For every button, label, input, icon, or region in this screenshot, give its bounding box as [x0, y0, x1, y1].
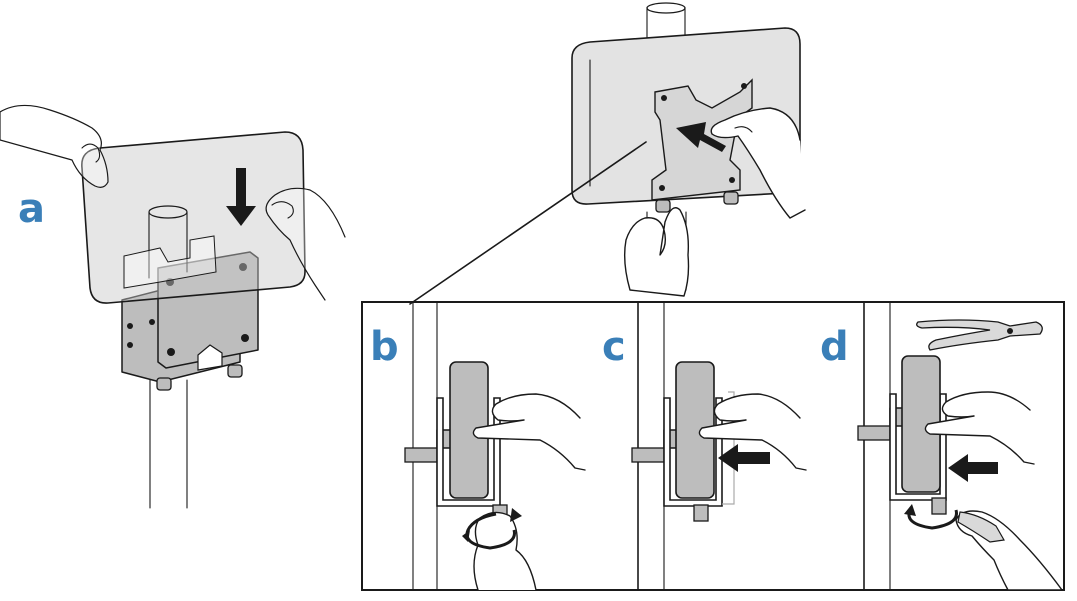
- arrow-down-icon: [226, 168, 256, 226]
- hand-icon: [473, 511, 537, 591]
- step-label-c: c: [602, 324, 626, 370]
- pliers-icon: [916, 319, 1043, 351]
- mounting-bracket-icon: [663, 361, 735, 522]
- hand-icon: [698, 393, 807, 471]
- hand-icon: [924, 391, 1035, 465]
- mounting-bracket-icon: [121, 251, 259, 391]
- mounted-device-illustration: [571, 2, 806, 297]
- step-d-illustration: [857, 301, 1063, 591]
- mounting-bracket-icon: [436, 361, 508, 522]
- arrow-left-icon: [948, 454, 998, 482]
- hand-icon: [623, 207, 690, 297]
- step-label-d: d: [820, 324, 849, 370]
- step-c-illustration: [631, 301, 807, 591]
- step-label-a: a: [18, 186, 45, 232]
- callout-line: [409, 141, 647, 305]
- mounting-bracket-icon: [889, 355, 947, 515]
- hand-icon: [710, 107, 806, 219]
- arrow-left-icon: [676, 122, 726, 152]
- hand-icon: [265, 187, 346, 301]
- step-a-illustration: [0, 104, 346, 509]
- arrow-left-icon: [718, 444, 770, 472]
- step-label-b: b: [370, 324, 399, 370]
- pole-icon: [149, 379, 188, 509]
- step-b-illustration: [404, 301, 586, 591]
- hand-icon: [0, 104, 109, 188]
- hand-icon: [472, 393, 586, 471]
- rotate-arrow-icon: [907, 509, 958, 530]
- device-housing: [81, 131, 306, 304]
- detail-panel: [361, 301, 1065, 591]
